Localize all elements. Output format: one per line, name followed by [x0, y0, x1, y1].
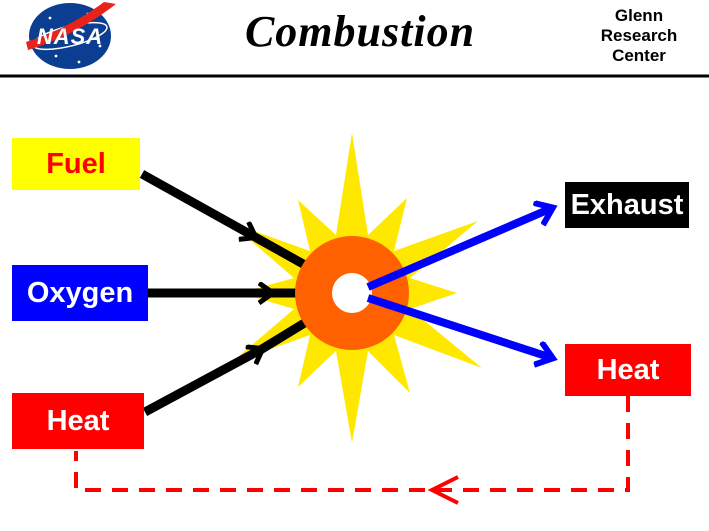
exhaust-box: Exhaust: [565, 182, 689, 228]
oxygen-label: Oxygen: [26, 276, 134, 309]
nasa-meatball-icon: NASA: [26, 2, 116, 69]
page-title: Combustion: [244, 7, 476, 56]
feedback-arrowhead-icon: [427, 475, 459, 505]
nasa-logo-text: NASA: [37, 24, 103, 49]
fuel-box: Fuel: [12, 138, 140, 190]
exhaust-label: Exhaust: [570, 188, 684, 221]
heat-out-arrow: [366, 294, 552, 358]
org-name: Glenn Research Center: [600, 6, 678, 66]
exhaust-arrow: [366, 208, 552, 291]
heat-out-box: Heat: [565, 344, 691, 396]
heat-out-label: Heat: [596, 353, 660, 386]
flame-center-icon: [332, 273, 372, 313]
fuel-label: Fuel: [46, 147, 106, 180]
heat-in-box: Heat: [12, 393, 144, 449]
oxygen-box: Oxygen: [12, 265, 148, 321]
nasa-logo: NASA: [24, 0, 120, 74]
heat-in-label: Heat: [46, 404, 110, 437]
